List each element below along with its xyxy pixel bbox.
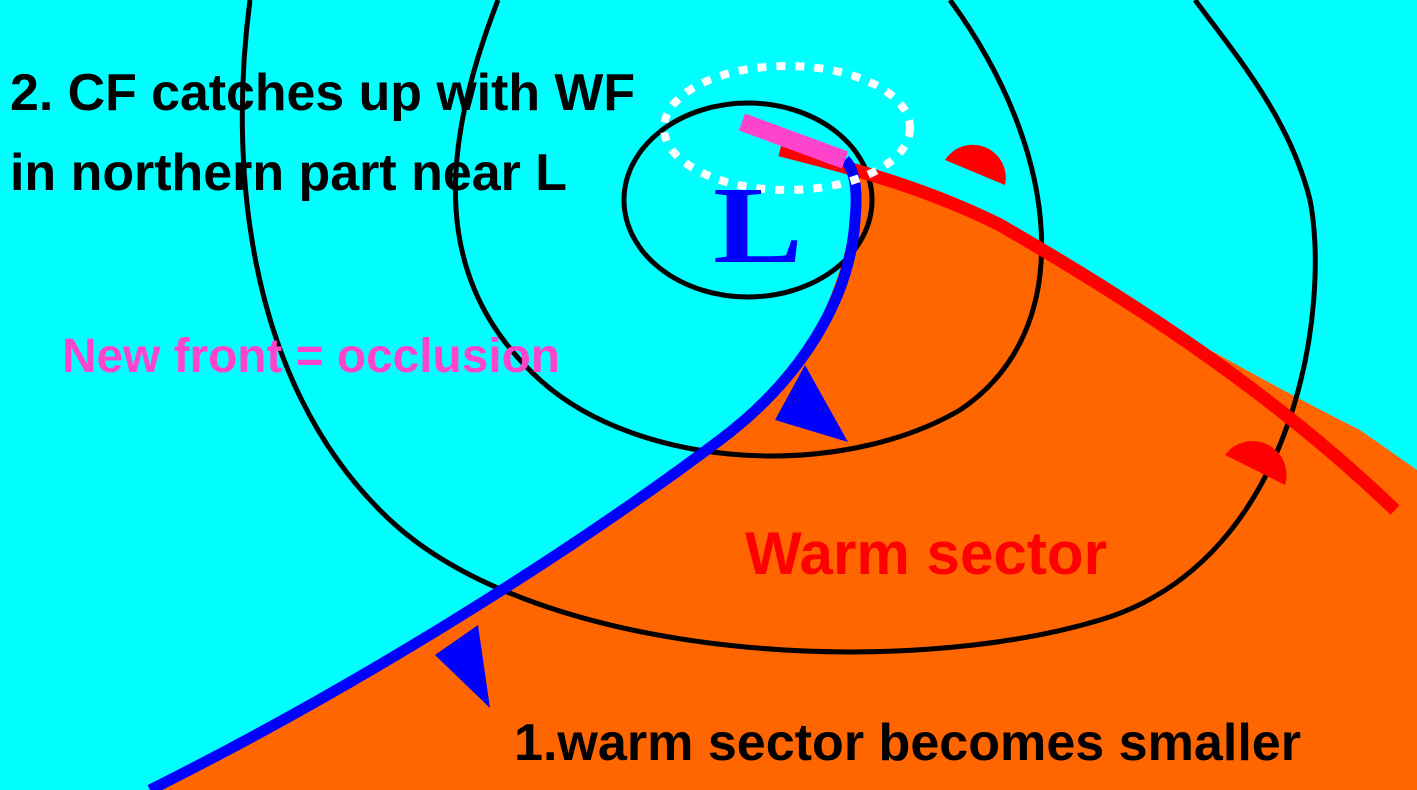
- step1-text: 1.warm sector becomes smaller: [514, 714, 1301, 772]
- occlusion-front-segment: [738, 113, 849, 169]
- occlusion-label: New front = occlusion: [62, 330, 560, 383]
- cold-front-triangle-2: [435, 625, 490, 708]
- warm-sector-label: Warm sector: [745, 520, 1107, 587]
- step2-line2-text: in northern part near L: [10, 144, 567, 202]
- isobars: [239, 0, 1318, 655]
- isobar-inner: [621, 100, 875, 300]
- cold-front-triangle-1: [775, 365, 848, 442]
- isobar-outer: [239, 0, 1318, 655]
- warm-front-semicircle-1: [945, 144, 1006, 185]
- low-pressure-label: L: [713, 164, 803, 286]
- step2-line1-text: 2. CF catches up with WF: [10, 64, 635, 122]
- warm-front-semicircle-2: [1225, 440, 1287, 485]
- cold-front-line: [147, 156, 862, 790]
- dotted-ellipse-icon: [660, 62, 914, 194]
- isobar-second: [453, 0, 1045, 459]
